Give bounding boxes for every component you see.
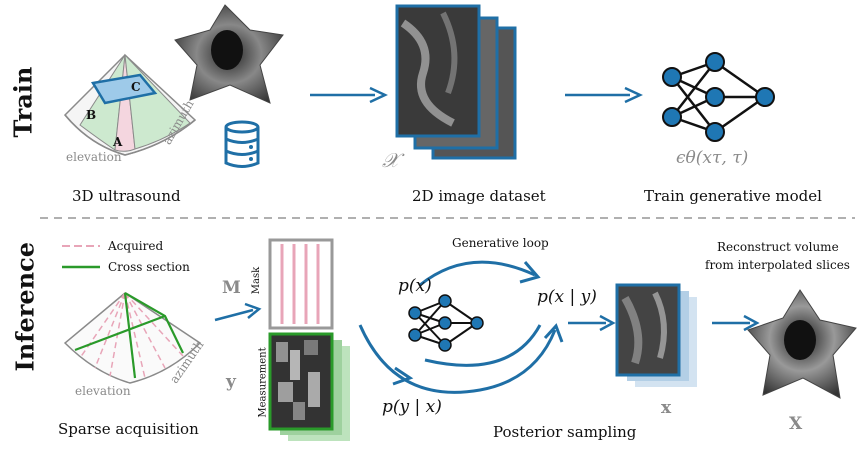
posterior-sampling-caption: Posterior sampling xyxy=(493,423,637,441)
arrow-to-volume xyxy=(712,314,760,332)
reconstruct-line-2: from interpolated slices xyxy=(705,258,850,272)
plane-label-a: A xyxy=(113,135,123,149)
sparse-caption: Sparse acquisition xyxy=(58,420,199,438)
model-symbol: ϵθ(xτ, τ) xyxy=(676,148,749,168)
dataset-image-stack xyxy=(395,4,517,160)
mask-symbol: M xyxy=(222,278,241,298)
mask-image xyxy=(268,238,334,330)
sample-symbol: x xyxy=(661,398,672,418)
measurement-image-stack xyxy=(268,332,350,441)
plane-label-c: C xyxy=(131,80,141,94)
neural-network-icon xyxy=(662,52,775,142)
arrow-to-dataset xyxy=(310,86,388,104)
inference-axis-elevation: elevation xyxy=(75,384,131,398)
train-axis-elevation: elevation xyxy=(66,150,122,164)
legend-cross-section-swatch xyxy=(62,265,100,269)
sparse-acquisition-sector xyxy=(63,292,202,384)
mask-label: Mask xyxy=(251,266,263,295)
dataset-caption: 2D image dataset xyxy=(412,187,546,205)
arrow-to-samples xyxy=(568,314,616,332)
dataset-symbol: 𝒳 xyxy=(382,148,400,172)
likelihood-expression: p(y | x) xyxy=(382,397,442,417)
ultrasound-sector-diagram xyxy=(63,53,197,156)
legend-cross-section-label: Cross section xyxy=(108,260,190,274)
ultrasound-caption: 3D ultrasound xyxy=(72,187,181,205)
database-icon xyxy=(224,120,260,168)
legend-acquired-swatch xyxy=(62,245,100,247)
generative-loop-arrows xyxy=(358,260,564,394)
measurement-label: Measurement xyxy=(257,347,269,418)
plane-label-b: B xyxy=(86,108,97,122)
generative-loop-label: Generative loop xyxy=(452,236,549,250)
prior-expression: p(x) xyxy=(398,276,432,296)
arrow-to-mask xyxy=(214,302,262,322)
arrow-to-model xyxy=(565,86,643,104)
measurement-symbol: y xyxy=(226,372,236,392)
ultrasound-volume-image xyxy=(174,4,284,104)
legend-acquired-label: Acquired xyxy=(108,239,164,253)
inference-neural-network xyxy=(408,294,484,352)
posterior-sample-stack xyxy=(615,283,697,387)
volume-symbol: X xyxy=(789,414,803,434)
posterior-expression: p(x | y) xyxy=(537,287,597,307)
model-caption: Train generative model xyxy=(644,187,822,205)
reconstruct-line-1: Reconstruct volume xyxy=(717,240,839,254)
reconstructed-volume-image xyxy=(747,289,857,399)
